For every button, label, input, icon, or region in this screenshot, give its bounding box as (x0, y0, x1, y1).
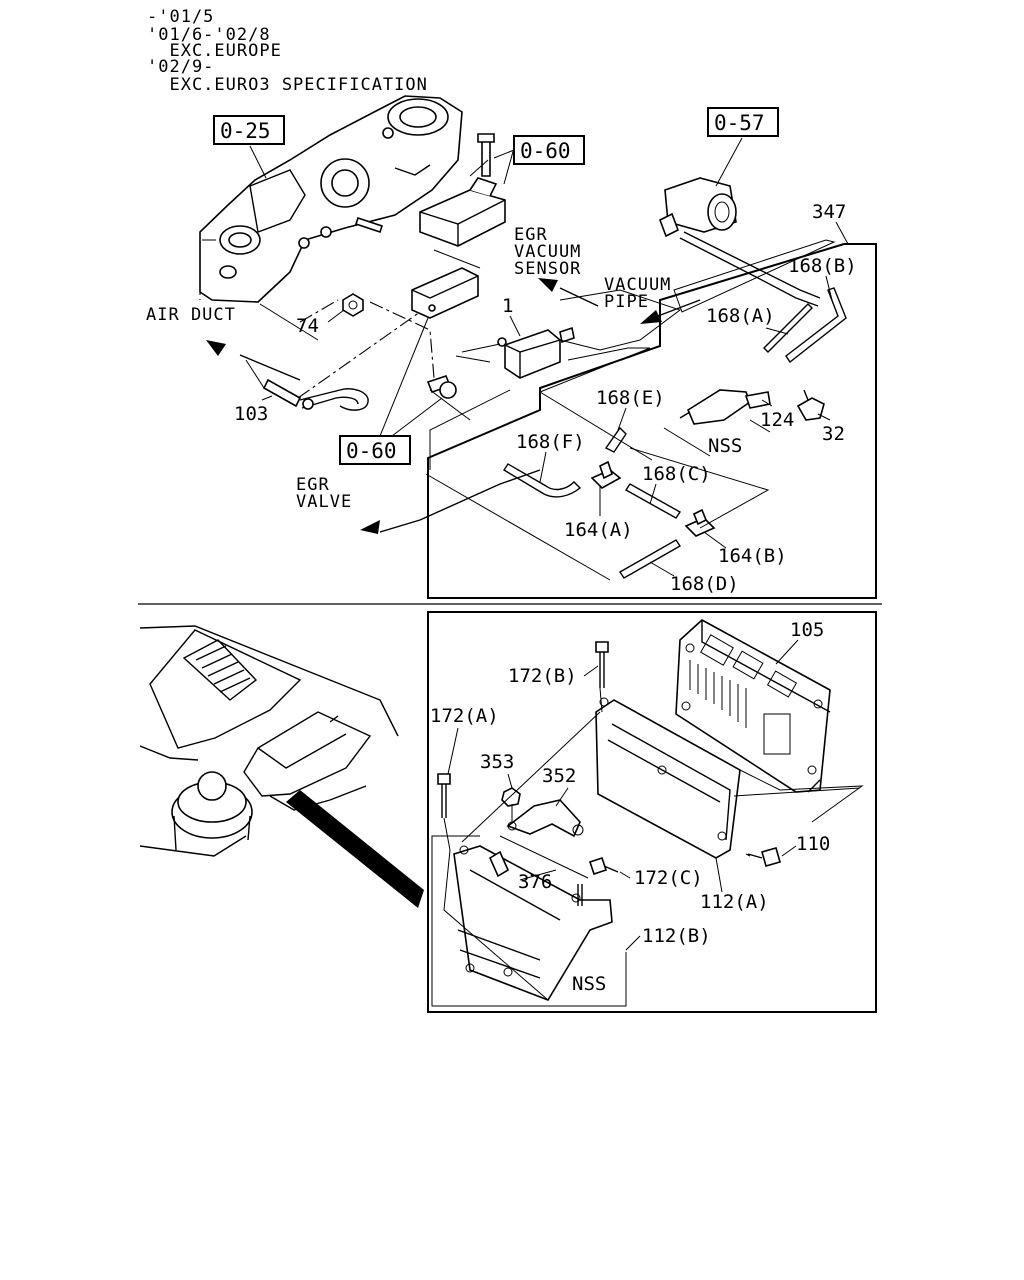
ref-0-25-label: 0-25 (220, 119, 271, 143)
part-172a-label: 172(A) (430, 705, 499, 727)
nss-bottom-label: NSS (572, 973, 606, 995)
part-376-label: 376 (518, 871, 552, 893)
routing-lines-bottom (431, 687, 864, 1007)
ref-0-57: 0-57 (707, 107, 779, 187)
leaders-top (261, 221, 849, 577)
bracket-112b-illustration (453, 845, 613, 1001)
header-note-4: '02/9- (147, 57, 214, 77)
part-164b-label: 164(B) (718, 545, 787, 567)
solenoid-valve-illustration (497, 326, 575, 379)
bracket-112a-illustration (595, 697, 741, 859)
arrows-top (206, 278, 701, 534)
part-168d-label: 168(D) (670, 573, 739, 595)
part-124-label: 124 (760, 409, 794, 431)
part-168b-label: 168(B) (788, 255, 857, 277)
part-164a-label: 164(A) (564, 519, 633, 541)
part-105-label: 105 (790, 619, 824, 641)
part-347-label: 347 (812, 201, 846, 223)
part-353-label: 353 (480, 751, 514, 773)
header-note-3: EXC.EUROPE (147, 41, 282, 61)
vacuum-pipe-line-1: VACUUM (604, 275, 671, 295)
header-notes: -'01/5 '01/6-'02/8 EXC.EUROPE '02/9- EXC… (147, 7, 428, 95)
header-note-1: -'01/5 (147, 7, 214, 27)
part-112b-label: 112(B) (642, 925, 711, 947)
part-103-label: 103 (234, 403, 268, 425)
vehicle-locator-illustration (139, 625, 424, 908)
part-168e-label: 168(E) (596, 387, 665, 409)
ref-0-57-label: 0-57 (714, 111, 765, 135)
egr-vacuum-sensor-line-2: VACUUM (514, 242, 581, 262)
egr-valve-line-1: EGR (296, 475, 330, 495)
part-1-label: 1 (502, 295, 513, 317)
egr-vacuum-sensor-line-3: SENSOR (514, 259, 581, 279)
vsv-0-57-illustration (658, 177, 821, 307)
ref-0-60-top: 0-60 (493, 135, 585, 185)
ref-0-60-bottom: 0-60 (339, 317, 443, 465)
egr-valve-line-2: VALVE (296, 492, 352, 512)
ref-0-60-bottom-label: 0-60 (346, 439, 397, 463)
hose-103-illustration (262, 378, 369, 411)
egr-vacuum-sensor-line-1: EGR (514, 225, 548, 245)
part-168c-label: 168(C) (642, 463, 711, 485)
top-group-frame (427, 243, 877, 599)
bolt-illustration (426, 375, 457, 399)
part-352-label: 352 (542, 765, 576, 787)
nss-top-label: NSS (708, 435, 742, 457)
part-labels-bottom: 105 172(B) 172(A) 353 352 110 376 172(C)… (430, 619, 830, 995)
part-110-label: 110 (796, 833, 830, 855)
routing-lines-top (245, 159, 836, 581)
sensor-124-illustration (679, 389, 771, 425)
bracket-352-illustration (506, 799, 584, 838)
nut-74-illustration (342, 293, 364, 317)
ecu-105-illustration (675, 619, 831, 793)
clip-32-illustration (796, 389, 825, 421)
pipes-168a-168b-illustration (763, 287, 847, 364)
part-172b-label: 172(B) (508, 665, 577, 687)
bolts-bottom-illustration (437, 641, 781, 906)
air-duct-label: AIR DUCT (146, 305, 236, 325)
part-112a-label: 112(A) (700, 891, 769, 913)
egr-vacuum-sensor-illustration (411, 133, 506, 319)
part-168a-label: 168(A) (706, 305, 775, 327)
ref-0-25: 0-25 (213, 115, 285, 179)
intake-manifold-illustration (199, 95, 463, 303)
annotations-top: AIR DUCT EGR VACUUM SENSOR VACUUM PIPE E… (146, 225, 742, 512)
part-172c-label: 172(C) (634, 867, 703, 889)
ref-0-60-top-label: 0-60 (520, 139, 571, 163)
nut-353-illustration (501, 787, 521, 807)
vacuum-pipe-line-2: PIPE (604, 292, 649, 312)
part-labels-top: 347 168(B) 168(A) 1 74 103 124 32 168(E)… (234, 201, 857, 595)
leaders-bottom (447, 639, 799, 951)
bottom-group-frame (427, 611, 877, 1013)
header-note-2: '01/6-'02/8 (147, 25, 271, 45)
connectors-and-pipes-illustration (503, 426, 716, 579)
part-32-label: 32 (822, 423, 845, 445)
part-168f-label: 168(F) (516, 431, 585, 453)
part-74-label: 74 (296, 315, 319, 337)
header-note-5: EXC.EURO3 SPECIFICATION (147, 75, 428, 95)
